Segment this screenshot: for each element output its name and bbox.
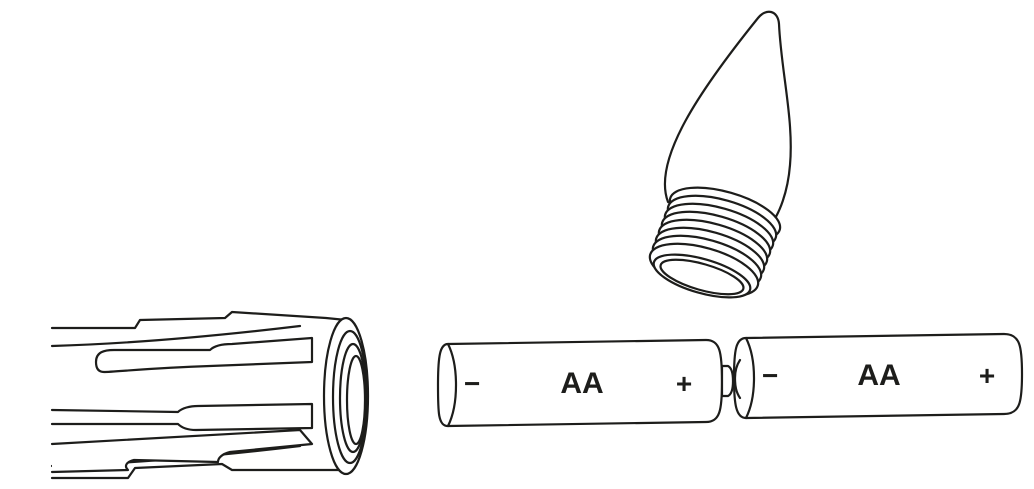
battery-body	[732, 332, 1024, 420]
battery-type-label: AA	[857, 359, 900, 392]
wax-drip	[94, 336, 314, 374]
battery-body	[436, 338, 724, 428]
battery-negative-label: −	[762, 360, 778, 391]
battery-aa-2: − AA +	[732, 332, 1024, 420]
flame-bulb	[648, 10, 792, 299]
battery-positive-label: +	[979, 360, 995, 391]
candle-holder	[50, 310, 370, 480]
holder-opening	[322, 316, 370, 476]
flame-glass	[663, 10, 792, 230]
threaded-base	[648, 186, 782, 299]
battery-type-label: AA	[560, 367, 603, 400]
wax-drip	[50, 428, 314, 474]
battery-aa-1: − AA +	[436, 338, 735, 428]
wax-drip	[50, 402, 314, 432]
battery-positive-label: +	[676, 368, 692, 399]
battery-positive-terminal	[720, 364, 735, 398]
battery-negative-label: −	[464, 368, 480, 399]
